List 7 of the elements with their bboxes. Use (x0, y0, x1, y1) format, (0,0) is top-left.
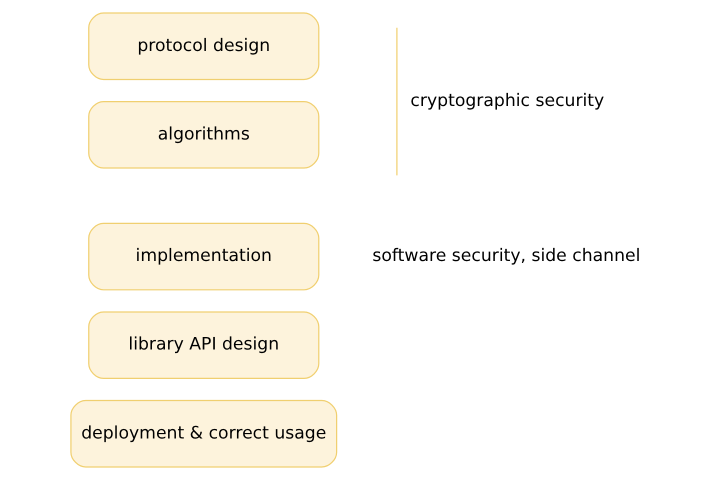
node-box: library API design (88, 311, 320, 379)
label: software security, side channel (372, 246, 640, 266)
node-box: algorithms (88, 101, 320, 169)
label: cryptographic security (410, 91, 604, 112)
node-box: protocol design (88, 12, 320, 80)
node-box: deployment & correct usage (70, 400, 338, 468)
node-box: implementation (88, 222, 320, 290)
